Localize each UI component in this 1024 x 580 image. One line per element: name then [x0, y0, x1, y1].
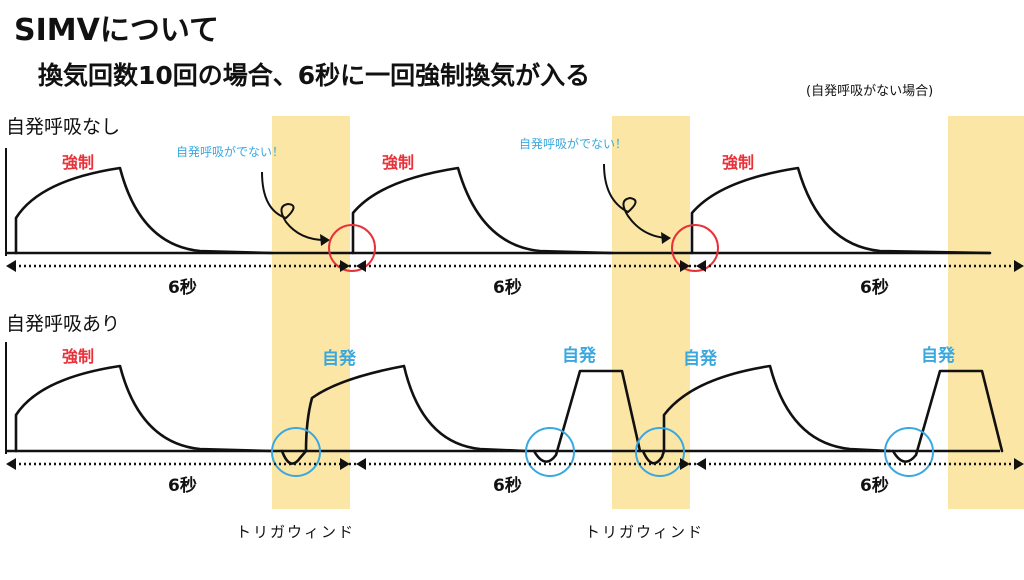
- forced-breath-waveform-4: [14, 364, 274, 453]
- interval-label-bottom-1: 6秒: [168, 475, 197, 496]
- interval-label-top-1: 6秒: [168, 277, 197, 298]
- missed-trigger-circle-2: [671, 224, 719, 272]
- interval-arrow-bottom-f: [1014, 458, 1024, 470]
- no-spontaneous-callout-1: 自発呼吸がでない！: [176, 144, 284, 159]
- trigger-window-band-2: [612, 116, 690, 509]
- interval-label-bottom-3: 6秒: [860, 475, 889, 496]
- trigger-window-band-1: [272, 116, 350, 509]
- spontaneous-label-2: 自発: [562, 345, 597, 366]
- subtitle-note: (自発呼吸がない場合): [806, 84, 933, 99]
- callout-arrow-1: [261, 171, 326, 241]
- spontaneous-breath-waveform-1: [532, 369, 642, 463]
- forced-label-top-3: 強制: [722, 153, 754, 172]
- spontaneous-breath-waveform-2: [891, 369, 1004, 463]
- section-title-without-spontaneous: 自発呼吸なし: [6, 116, 120, 138]
- interval-arrow-top-f: [1014, 260, 1024, 272]
- interval-label-top-3: 6秒: [860, 277, 889, 298]
- no-spontaneous-callout-2: 自発呼吸がでない！: [519, 136, 627, 151]
- trigger-window-label-1: トリガウィンド: [236, 523, 355, 541]
- trigger-window-label-2: トリガウィンド: [585, 523, 704, 541]
- callout-arrowhead-1: [320, 234, 330, 246]
- interval-arrow-bottom-a: [6, 458, 16, 470]
- subtitle: 換気回数10回の場合、6秒に一回強制換気が入る: [38, 61, 590, 90]
- interval-arrow-top-c: [356, 260, 366, 272]
- interval-arrow-bottom-c: [356, 458, 366, 470]
- interval-arrow-top-e: [696, 260, 706, 272]
- interval-label-bottom-2: 6秒: [493, 475, 522, 496]
- interval-arrow-bottom-e: [696, 458, 706, 470]
- forced-breath-waveform-3: [690, 166, 992, 255]
- interval-label-top-2: 6秒: [493, 277, 522, 298]
- forced-breath-waveform-2: [351, 166, 614, 255]
- trigger-circle-2: [525, 427, 575, 477]
- forced-label-bottom: 強制: [62, 347, 94, 366]
- trigger-window-band-3: [948, 116, 1024, 509]
- trigger-circle-3: [635, 427, 685, 477]
- spontaneous-label-3: 自発: [683, 348, 718, 369]
- interval-arrow-top-d: [680, 260, 690, 272]
- section-title-with-spontaneous: 自発呼吸あり: [6, 313, 120, 335]
- missed-trigger-circle-1: [328, 224, 376, 272]
- spontaneous-triggered-breath-2: [641, 364, 892, 465]
- trigger-circle-4: [884, 427, 934, 477]
- interval-arrow-top-a: [6, 260, 16, 272]
- forced-breath-waveform-1: [14, 166, 274, 255]
- callout-arrow-2: [603, 163, 667, 239]
- forced-label-top-1: 強制: [62, 153, 94, 172]
- interval-arrow-top-b: [340, 260, 350, 272]
- spontaneous-label-4: 自発: [921, 345, 956, 366]
- spontaneous-label-1: 自発: [322, 348, 357, 369]
- trigger-circle-1: [271, 427, 321, 477]
- interval-arrow-bottom-d: [680, 458, 690, 470]
- callout-arrowhead-2: [661, 232, 671, 244]
- title: SIMVについて: [14, 13, 219, 48]
- forced-label-top-2: 強制: [382, 153, 414, 172]
- spontaneous-triggered-breath-1: [280, 364, 528, 465]
- interval-arrow-bottom-b: [340, 458, 350, 470]
